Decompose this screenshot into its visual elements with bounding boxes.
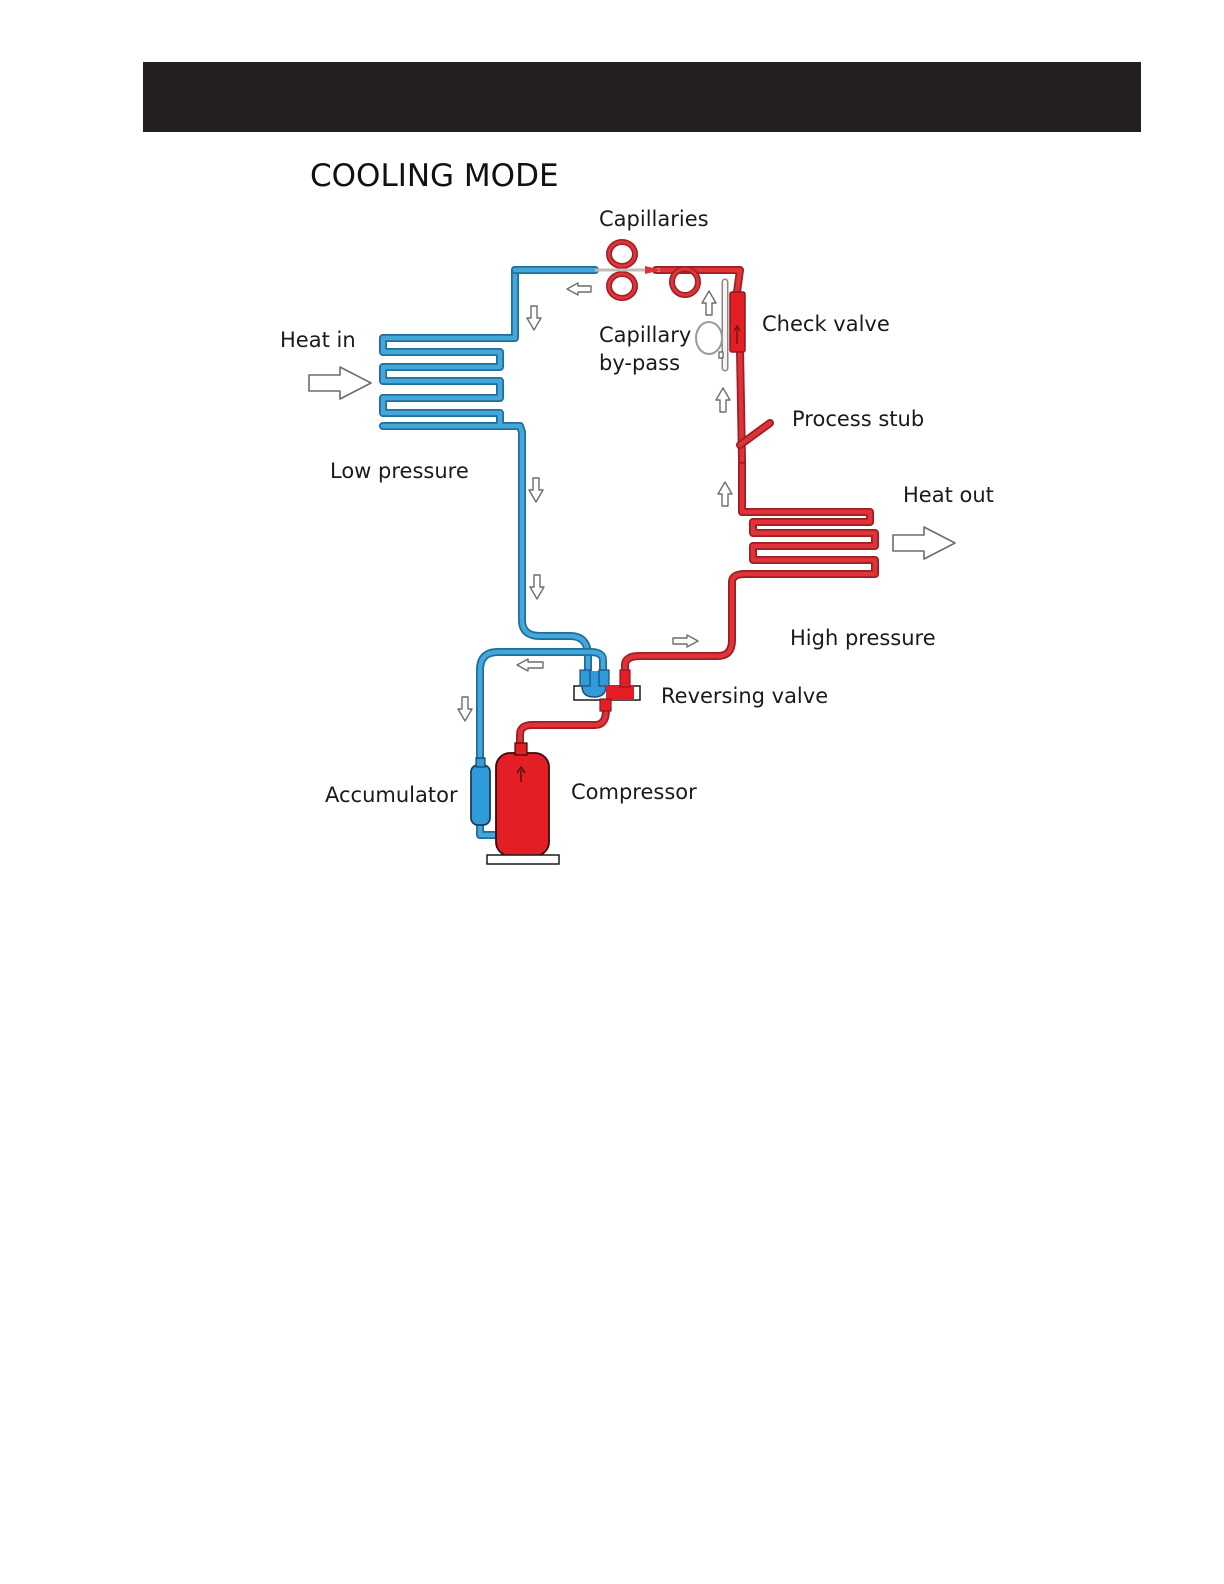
- capillaries: [595, 242, 698, 298]
- flow-arrow-up-icon: [702, 291, 716, 315]
- check-valve: [730, 292, 745, 352]
- label-capillaries: Capillaries: [599, 207, 709, 231]
- flow-arrow-left-icon: [517, 659, 543, 671]
- label-heat-in: Heat in: [280, 328, 356, 352]
- label-capillary-bypass-2: by-pass: [599, 351, 680, 375]
- flow-arrow-left-icon: [567, 283, 591, 295]
- low-pressure-circuit: [383, 270, 603, 835]
- high-pressure-circuit: [520, 270, 875, 745]
- label-accumulator: Accumulator: [325, 783, 458, 807]
- heat-in-arrow-icon: [309, 367, 371, 399]
- flow-arrow-down-icon: [529, 478, 543, 502]
- flow-arrow-down-icon: [458, 697, 472, 721]
- label-reversing-valve: Reversing valve: [661, 684, 828, 708]
- flow-arrow-up-icon: [716, 388, 730, 412]
- label-heat-out: Heat out: [903, 483, 994, 507]
- heat-out-arrow-icon: [893, 527, 955, 559]
- label-low-pressure: Low pressure: [330, 459, 469, 483]
- reversing-valve: [574, 670, 640, 711]
- flow-arrow-down-icon: [530, 575, 544, 599]
- compressor: [487, 743, 559, 864]
- label-compressor: Compressor: [571, 780, 697, 804]
- label-process-stub: Process stub: [792, 407, 924, 431]
- label-check-valve: Check valve: [762, 312, 890, 336]
- flow-arrow-up-icon: [718, 482, 732, 506]
- label-high-pressure: High pressure: [790, 626, 936, 650]
- flow-arrow-up-icon: [719, 352, 723, 358]
- discharge-line: [520, 700, 606, 745]
- label-capillary-bypass-1: Capillary: [599, 323, 691, 347]
- flow-arrow-down-icon: [527, 306, 541, 330]
- accumulator: [471, 758, 490, 825]
- flow-arrow-right-icon: [673, 635, 698, 647]
- diagram-title: COOLING MODE: [310, 158, 559, 194]
